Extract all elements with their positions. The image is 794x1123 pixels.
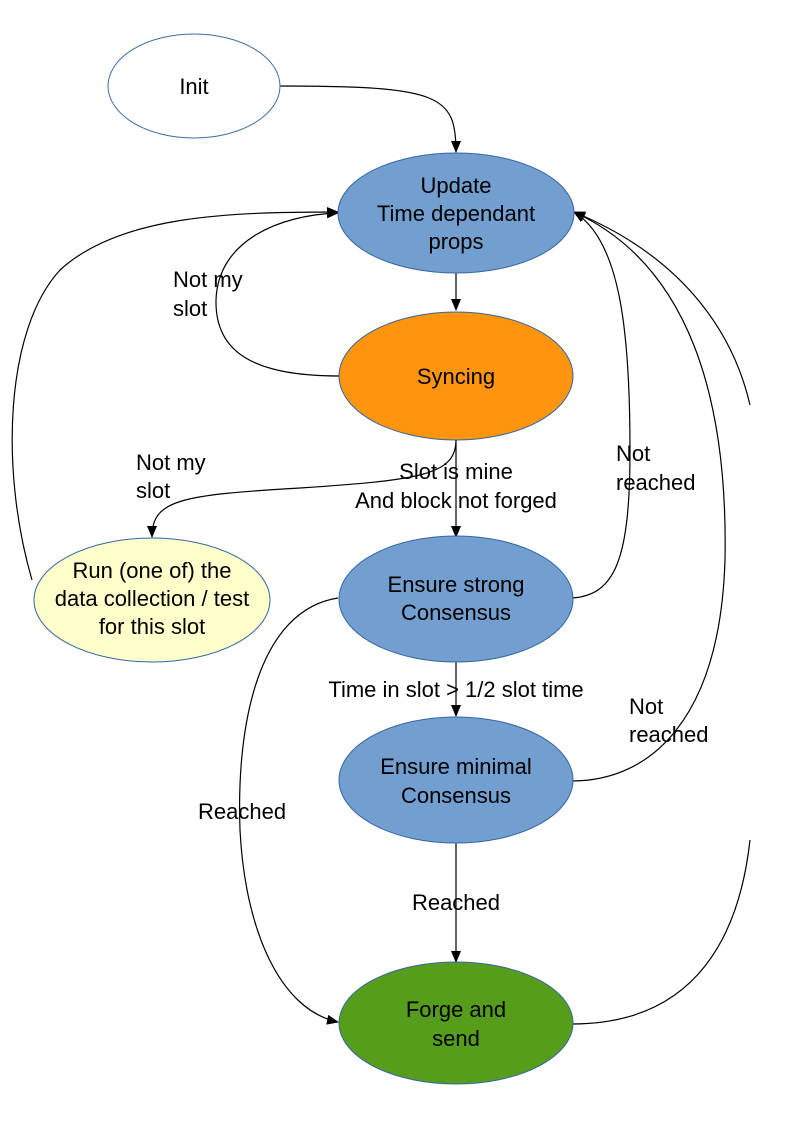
edge-label-reached-left: Reached xyxy=(198,799,286,824)
node-forge-shape xyxy=(338,961,574,1085)
node-init-shape xyxy=(107,33,281,139)
edge-forge-to-update-upper xyxy=(573,211,751,406)
node-ensure-minimal-label-line-2: Consensus xyxy=(401,783,511,808)
node-syncing-shape xyxy=(338,311,574,441)
edge-label-not-my-slot-lower-line-2: slot xyxy=(136,478,170,503)
node-update-label-line-2: Time dependant xyxy=(377,201,535,226)
node-update-label-line-1: Update xyxy=(421,173,492,198)
edge-label-reached-center: Reached xyxy=(412,890,500,915)
node-ensure-strong[interactable]: Ensure strong Consensus xyxy=(338,535,574,663)
edge-label-not-reached-upper-line-2: reached xyxy=(616,470,696,495)
edge-strong-to-update-not-reached xyxy=(571,211,631,599)
node-forge-label-line-1: Forge and xyxy=(406,997,506,1022)
edge-label-time-in-slot: Time in slot > 1/2 slot time xyxy=(328,677,583,702)
node-ensure-minimal[interactable]: Ensure minimal Consensus xyxy=(338,716,574,844)
node-ensure-minimal-shape xyxy=(338,716,574,844)
edge-init-to-update xyxy=(279,85,461,153)
node-init[interactable]: Init xyxy=(107,33,281,139)
edge-label-not-reached-upper-line-1: Not xyxy=(616,441,650,466)
edge-syncing-to-update-not-my-slot xyxy=(215,208,340,377)
edge-label-not-reached-lower-line-2: reached xyxy=(629,722,709,747)
node-ensure-strong-label-line-1: Ensure strong xyxy=(388,572,525,597)
node-update-label-line-3: props xyxy=(428,229,483,254)
node-forge[interactable]: Forge and send xyxy=(338,961,574,1085)
edge-label-slot-is-mine-line-1: Slot is mine xyxy=(399,459,513,484)
node-syncing[interactable]: Syncing xyxy=(338,311,574,441)
edge-label-not-my-slot-lower-line-1: Not my xyxy=(136,450,206,475)
node-run[interactable]: Run (one of) the data collection / test … xyxy=(33,537,271,663)
node-ensure-minimal-label-line-1: Ensure minimal xyxy=(380,754,532,779)
node-update[interactable]: Update Time dependant props xyxy=(337,152,575,274)
node-forge-label-line-2: send xyxy=(432,1026,480,1051)
edge-label-not-reached-lower-line-1: Not xyxy=(629,694,663,719)
edge-minimal-to-update-not-reached xyxy=(571,211,726,782)
node-run-label-line-2: data collection / test xyxy=(55,586,249,611)
node-ensure-strong-shape xyxy=(338,535,574,663)
edge-syncing-to-run-not-my-slot xyxy=(147,439,457,538)
node-update-shape xyxy=(337,152,575,274)
edge-forge-to-update-lower xyxy=(571,839,751,1025)
node-syncing-label: Syncing xyxy=(417,364,495,389)
edge-label-slot-is-mine-line-2: And block not forged xyxy=(355,488,557,513)
node-run-label-line-3: for this slot xyxy=(99,614,205,639)
node-ensure-strong-label-line-2: Consensus xyxy=(401,600,511,625)
edge-run-to-update xyxy=(11,207,339,581)
node-init-label: Init xyxy=(179,74,208,99)
edge-strong-to-forge-reached xyxy=(238,597,339,1025)
edge-label-not-my-slot-upper-line-2: slot xyxy=(173,296,207,321)
node-run-label-line-1: Run (one of) the xyxy=(73,558,232,583)
edge-label-not-my-slot-upper-line-1: Not my xyxy=(173,267,243,292)
node-run-shape xyxy=(33,537,271,663)
